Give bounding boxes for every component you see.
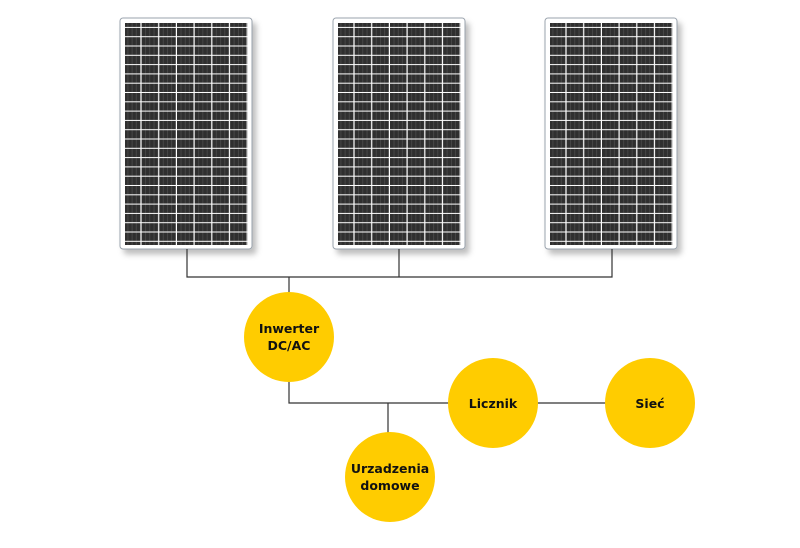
- solar-panel-1: [119, 17, 253, 250]
- appliances-node: Urzadzenia domowe: [345, 432, 435, 522]
- solar-panel-2: [332, 17, 466, 250]
- solar-panel-3: [544, 17, 678, 250]
- grid-node: Sieć: [605, 358, 695, 448]
- meter-node: Licznik: [448, 358, 538, 448]
- inverter-node: Inwerter DC/AC: [244, 292, 334, 382]
